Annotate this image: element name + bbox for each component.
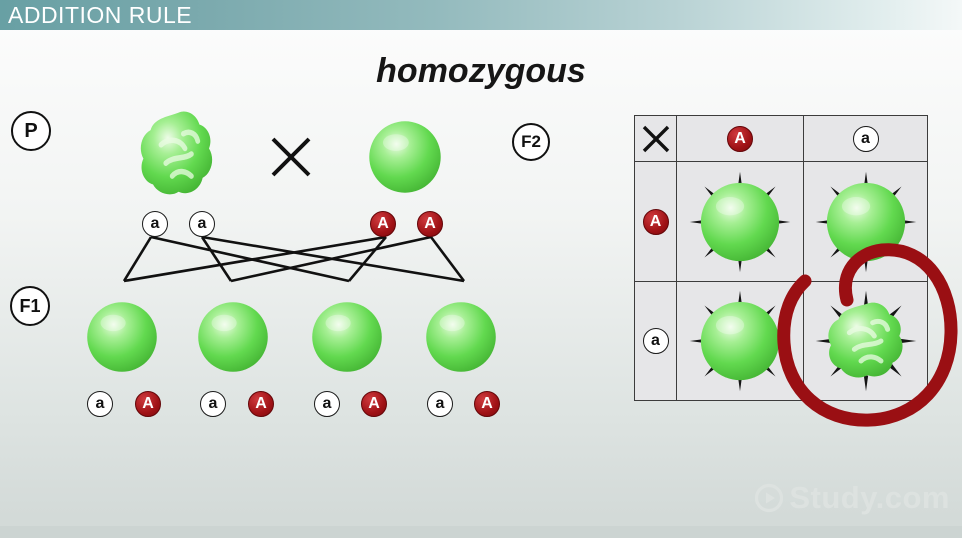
bottom-strip (0, 526, 962, 538)
allele-a: a (189, 211, 215, 237)
allele-a: a (852, 125, 879, 152)
cross-symbol-icon (642, 125, 669, 152)
punnett-col-header-a: a (804, 116, 927, 162)
allele-A: A (248, 391, 274, 417)
header-bar: ADDITION RULE (0, 0, 962, 30)
spiky-wrinkled-pea (815, 290, 916, 392)
allele-A: A (417, 211, 443, 237)
allele-A: A (727, 125, 753, 152)
f1-pea-1 (87, 302, 157, 372)
label-p-generation: P (11, 111, 51, 151)
allele-a: a (200, 391, 226, 417)
allele-a: a (642, 328, 669, 354)
punnett-row-header-A: A (635, 162, 677, 282)
f1-pea-4 (426, 302, 496, 372)
parent-round-pea (369, 121, 441, 193)
cross-symbol-icon (271, 137, 311, 177)
spiky-round-pea (689, 290, 791, 392)
punnett-square: A a A a (634, 115, 928, 401)
punnett-corner-cell (635, 116, 677, 162)
subtitle: homozygous (376, 52, 586, 90)
parent-wrinkled-pea (137, 108, 217, 200)
play-button-icon (755, 483, 784, 513)
allele-a: a (427, 391, 453, 417)
f1-pea-2 (198, 302, 268, 372)
punnett-cell-aA (677, 282, 804, 400)
spiky-round-pea (689, 171, 791, 272)
f1-pea-3 (312, 302, 382, 372)
allele-A: A (361, 391, 387, 417)
allele-a: a (87, 391, 113, 417)
allele-A: A (370, 211, 396, 237)
allele-A: A (135, 391, 161, 417)
allele-A: A (474, 391, 500, 417)
header-title: ADDITION RULE (8, 2, 193, 28)
punnett-row-header-a: a (635, 282, 677, 400)
label-f2-generation: F2 (512, 123, 550, 161)
allele-a: a (142, 211, 168, 237)
punnett-cell-AA (677, 162, 804, 282)
watermark-text: Study.com (789, 480, 950, 515)
label-f1-generation: F1 (10, 286, 50, 326)
punnett-cell-Aa (804, 162, 927, 282)
allele-A: A (642, 208, 669, 235)
punnett-cell-aa-highlighted (804, 282, 927, 400)
studycom-watermark: Study.com (754, 480, 950, 516)
punnett-col-header-A: A (677, 116, 804, 162)
spiky-round-pea (815, 171, 916, 272)
allele-a: a (314, 391, 340, 417)
